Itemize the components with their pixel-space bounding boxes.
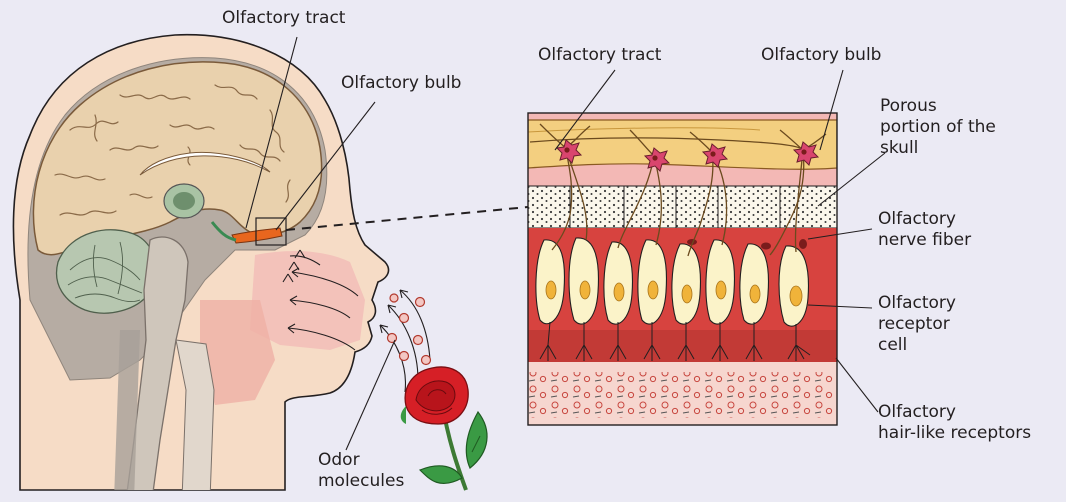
label-head-olfactory-tract: Olfactory tract [222, 8, 345, 29]
label-panel-olfactory-tract: Olfactory tract [538, 45, 661, 66]
label-olfactory-nerve-fiber: Olfactory nerve fiber [878, 209, 971, 251]
label-olfactory-receptor-cell: Olfactory receptor cell [878, 293, 956, 356]
label-olfactory-hair-like-receptors: Olfactory hair-like receptors [878, 402, 1031, 444]
label-odor-molecules: Odor molecules [318, 450, 404, 492]
label-head-olfactory-bulb: Olfactory bulb [341, 73, 461, 94]
rose-icon [401, 367, 487, 490]
label-panel-olfactory-bulb: Olfactory bulb [761, 45, 881, 66]
odor-molecule-icon [388, 294, 431, 365]
label-porous-skull: Porous portion of the skull [880, 96, 996, 159]
head-cross-section-illustration [13, 35, 528, 500]
